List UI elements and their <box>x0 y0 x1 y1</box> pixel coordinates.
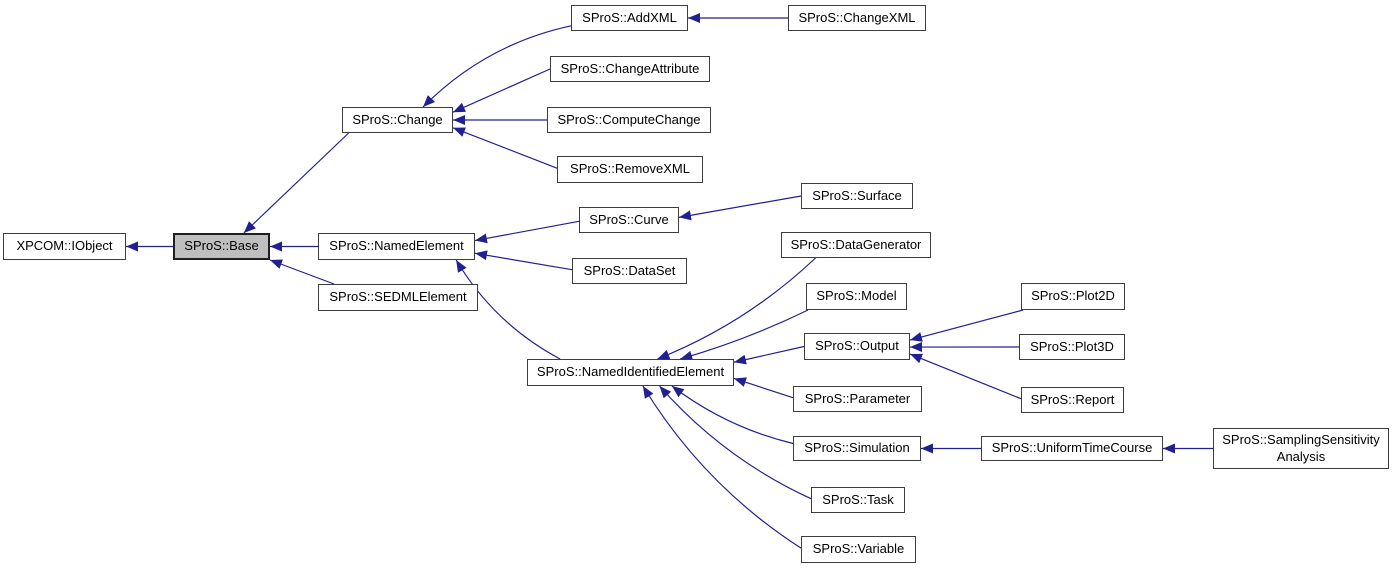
class-node-parameter[interactable]: SProS::Parameter <box>793 386 922 412</box>
class-node-simulation[interactable]: SProS::Simulation <box>793 436 921 461</box>
class-node-label: SProS::Plot3D <box>1030 338 1114 354</box>
class-node-iobject[interactable]: XPCOM::IObject <box>3 233 126 260</box>
class-node-plot3d[interactable]: SProS::Plot3D <box>1019 334 1125 360</box>
class-node-addxml[interactable]: SProS::AddXML <box>571 5 688 31</box>
inheritance-edge-surface-to-curve <box>678 195 802 221</box>
inheritance-edge-output-to-namedidentified <box>733 345 805 365</box>
class-node-label: SProS::Task <box>822 491 894 507</box>
class-node-changexml[interactable]: SProS::ChangeXML <box>788 5 926 31</box>
class-node-label: SProS::Parameter <box>804 390 911 406</box>
class-node-namedelement[interactable]: SProS::NamedElement <box>318 233 475 260</box>
inheritance-edge-namedidentified-to-namedelement <box>455 259 561 360</box>
inheritance-edge-sedmlelement-to-base <box>269 259 335 285</box>
class-node-label: SProS::Plot2D <box>1031 288 1115 304</box>
class-node-label: SProS::Surface <box>812 187 902 203</box>
class-node-report[interactable]: SProS::Report <box>1021 387 1124 413</box>
inheritance-edge-change-to-base <box>243 132 350 234</box>
class-node-datagenerator[interactable]: SProS::DataGenerator <box>781 232 931 258</box>
class-node-label: SProS::NamedIdentifiedElement <box>536 364 725 380</box>
inheritance-edge-changeattribute-to-change <box>452 68 551 113</box>
class-node-curve[interactable]: SProS::Curve <box>579 207 679 233</box>
class-node-model[interactable]: SProS::Model <box>806 283 907 310</box>
class-node-label: SProS::Variable <box>812 541 905 557</box>
inheritance-edge-addxml-to-change <box>422 25 572 108</box>
class-node-computechange[interactable]: SProS::ComputeChange <box>547 107 711 133</box>
class-node-label: SProS::ComputeChange <box>557 111 701 127</box>
inheritance-edge-parameter-to-namedidentified <box>733 377 794 399</box>
class-node-output[interactable]: SProS::Output <box>804 333 910 360</box>
class-node-label: SProS::UniformTimeCourse <box>991 440 1153 456</box>
class-node-label: SProS::DataSet <box>583 262 676 278</box>
class-node-label: SProS::Simulation <box>804 440 910 456</box>
class-node-label: SProS::Output <box>815 338 899 354</box>
class-node-dataset[interactable]: SProS::DataSet <box>572 258 687 284</box>
class-node-label: XPCOM::IObject <box>16 238 113 254</box>
class-node-label: SProS::ChangeAttribute <box>560 60 700 76</box>
inheritance-edge-datagenerator-to-namedidentified <box>657 257 816 360</box>
inheritance-edge-removexml-to-change <box>452 127 558 169</box>
class-node-change[interactable]: SProS::Change <box>342 107 453 133</box>
class-node-changeattribute[interactable]: SProS::ChangeAttribute <box>550 56 710 82</box>
inheritance-edge-model-to-namedidentified <box>680 309 809 361</box>
inheritance-edge-curve-to-namedelement <box>474 220 580 244</box>
class-node-label: SProS::Base <box>184 238 259 254</box>
class-node-label: SProS::Curve <box>589 211 669 227</box>
class-node-label: SProS::NamedElement <box>329 238 464 254</box>
class-node-label: SProS::AddXML <box>582 9 677 25</box>
inheritance-edge-plot2d-to-output <box>909 309 1024 342</box>
class-node-label: SProS::RemoveXML <box>570 161 690 177</box>
class-node-removexml[interactable]: SProS::RemoveXML <box>557 156 703 183</box>
class-node-namedidentified[interactable]: SProS::NamedIdentifiedElement <box>527 359 734 386</box>
class-node-label: SProS::Change <box>352 111 443 127</box>
class-node-label: SProS::SamplingSensitivity Analysis <box>1222 432 1380 464</box>
class-node-base[interactable]: SProS::Base <box>173 233 270 260</box>
class-node-label: SProS::DataGenerator <box>790 236 922 252</box>
class-node-label: SProS::SEDMLElement <box>329 289 467 305</box>
class-node-ssa[interactable]: SProS::SamplingSensitivity Analysis <box>1213 428 1389 469</box>
class-node-label: SProS::Model <box>816 288 897 304</box>
class-node-label: SProS::Report <box>1030 391 1115 407</box>
inheritance-edge-simulation-to-namedidentified <box>671 385 794 445</box>
class-node-plot2d[interactable]: SProS::Plot2D <box>1021 283 1125 310</box>
inheritance-edge-report-to-output <box>909 353 1022 400</box>
inheritance-edge-dataset-to-namedelement <box>474 250 573 271</box>
inheritance-edge-task-to-namedidentified <box>659 385 812 500</box>
inheritance-edge-variable-to-namedidentified <box>642 385 802 549</box>
class-node-label: SProS::ChangeXML <box>798 9 916 25</box>
class-node-variable[interactable]: SProS::Variable <box>801 536 916 563</box>
class-node-utc[interactable]: SProS::UniformTimeCourse <box>981 436 1163 461</box>
class-node-sedmlelement[interactable]: SProS::SEDMLElement <box>318 284 478 311</box>
class-node-task[interactable]: SProS::Task <box>811 487 905 513</box>
class-node-surface[interactable]: SProS::Surface <box>801 183 913 209</box>
